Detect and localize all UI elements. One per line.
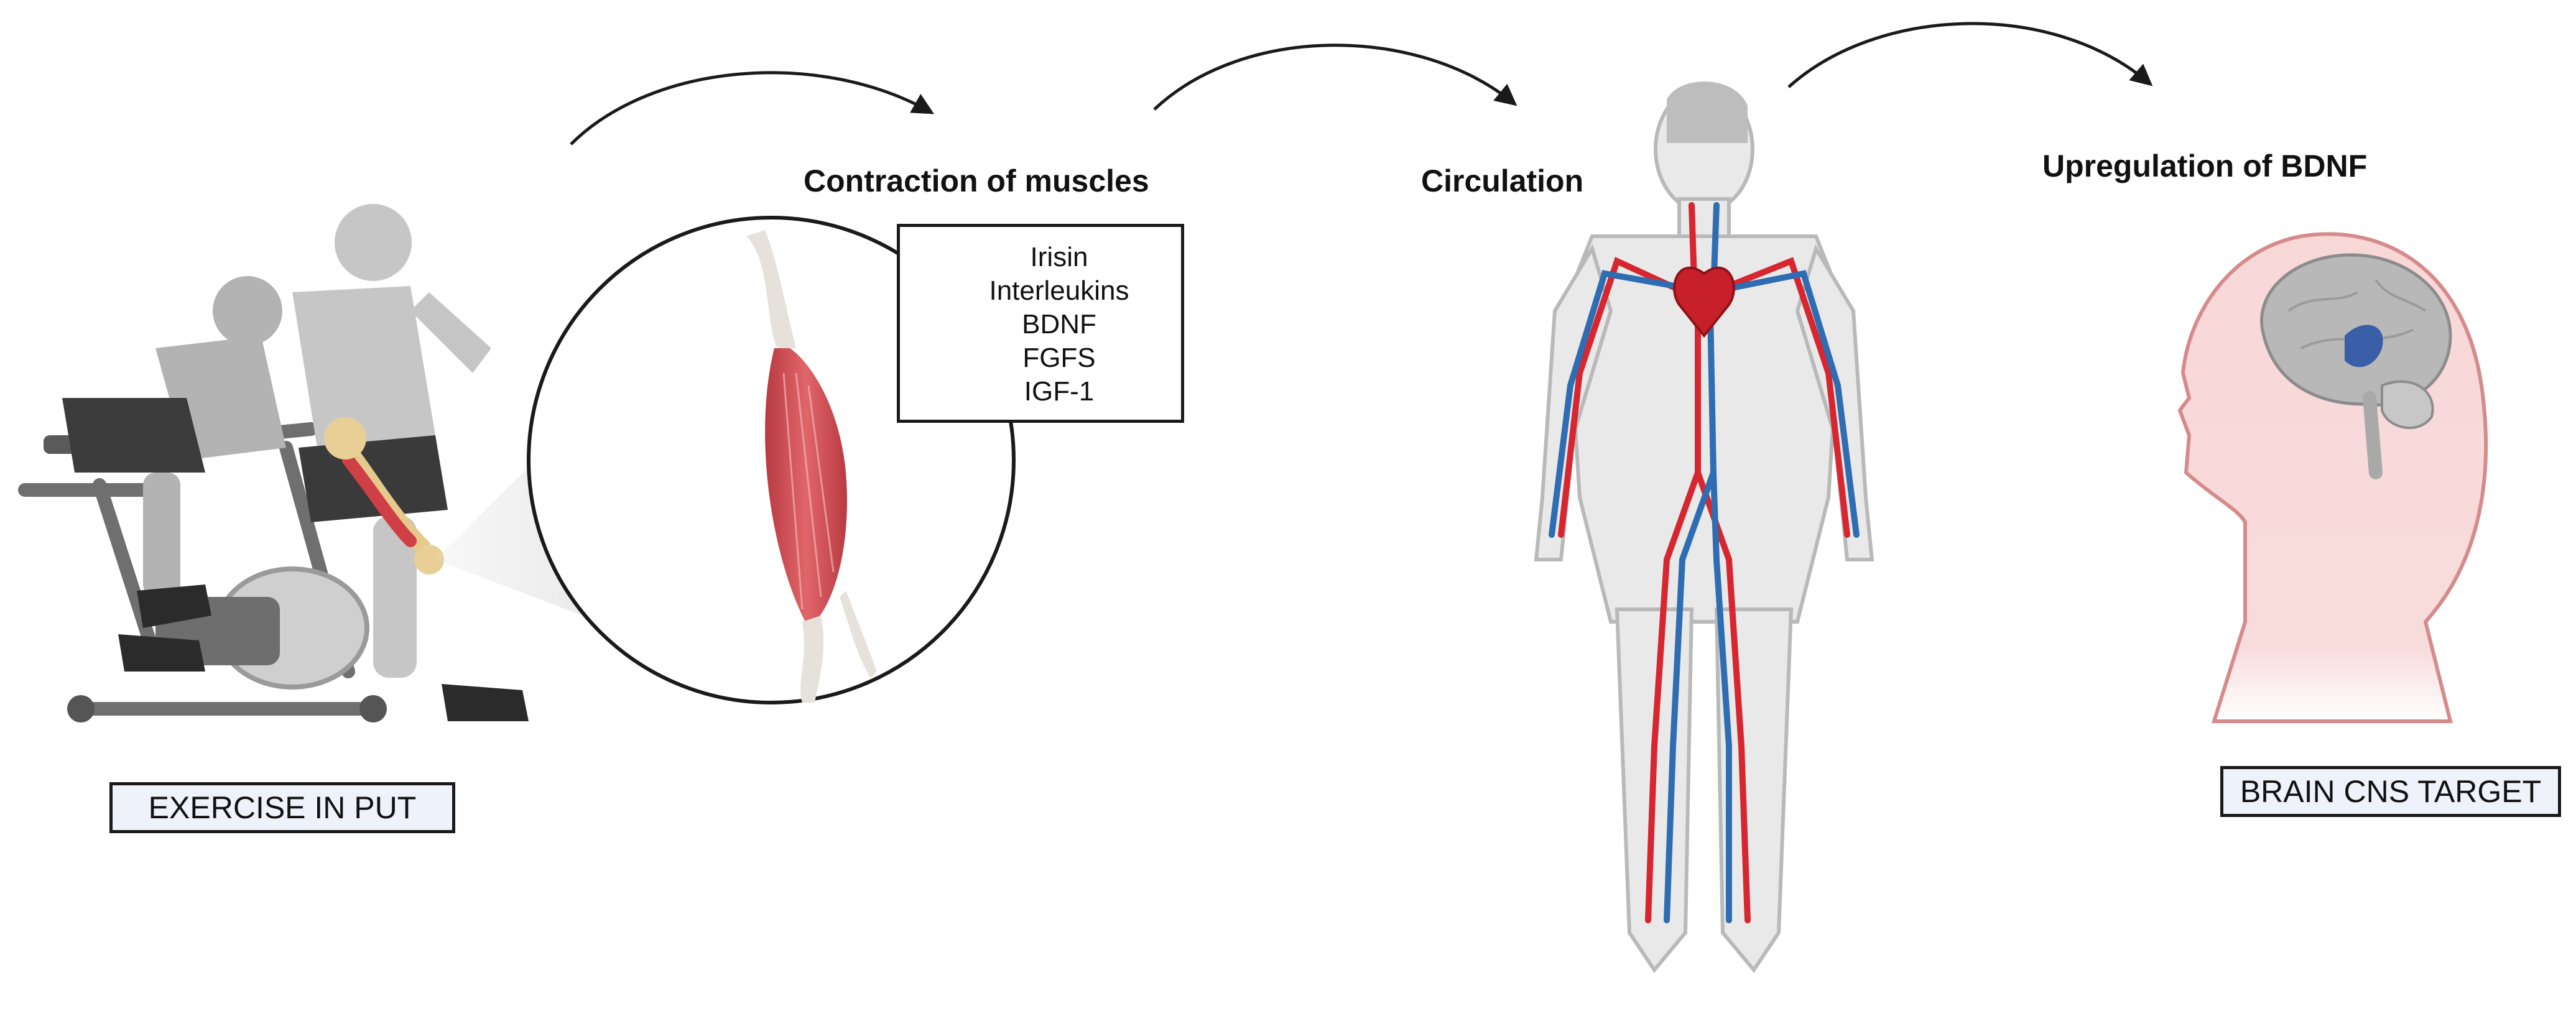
curved-arrow-icon — [1153, 44, 1517, 111]
step-title-upregulation: Upregulation of BDNF — [2042, 149, 2368, 183]
circulation-figure — [1534, 81, 1874, 974]
step-title-contraction: Contraction of muscles — [804, 164, 1149, 198]
muscle-magnifier — [527, 216, 1016, 704]
step-title-circulation: Circulation — [1421, 164, 1584, 198]
molecule-item: Interleukins — [989, 275, 1129, 306]
molecule-item: BDNF — [1022, 309, 1096, 339]
molecule-box: Irisin Interleukins BDNF FGFS IGF-1 — [897, 224, 1184, 423]
leg-muscle-highlight — [324, 417, 444, 575]
exercise-input-label: EXERCISE IN PUT — [109, 782, 455, 833]
curved-arrow-icon — [1787, 22, 2153, 88]
cyclist-figure — [62, 276, 286, 672]
flow-arrows — [570, 22, 2153, 145]
curved-arrow-icon — [570, 71, 935, 145]
hippocampus-icon — [2345, 325, 2383, 367]
brain-target-label: BRAIN CNS TARGET — [2220, 766, 2561, 817]
brain-head-figure — [2177, 232, 2488, 723]
molecule-item: Irisin — [1030, 242, 1088, 272]
molecule-item: FGFS — [1022, 343, 1096, 373]
molecule-list: Irisin Interleukins BDNF FGFS IGF-1 — [937, 241, 1181, 409]
exercise-illustration — [18, 204, 529, 722]
muscle-belly — [765, 348, 847, 628]
heart-icon — [1673, 266, 1735, 338]
molecule-item: IGF-1 — [1024, 376, 1095, 407]
